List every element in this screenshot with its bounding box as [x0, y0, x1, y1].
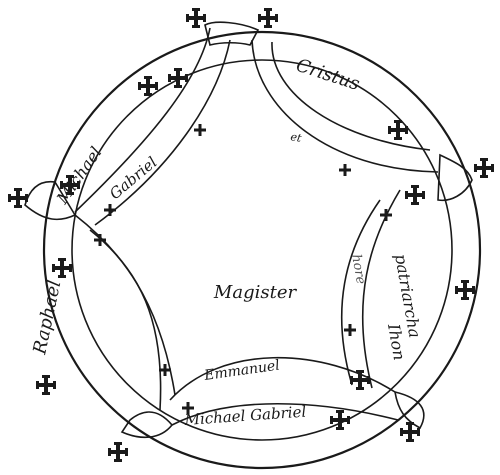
band-label: et	[289, 130, 303, 145]
center-label: Magister	[213, 282, 298, 303]
tip-crosses	[8, 8, 494, 462]
cross-icon	[474, 158, 494, 178]
cross-icon	[186, 8, 206, 28]
cross-icon	[350, 370, 370, 390]
band-label: Gabriel	[106, 153, 161, 203]
cross-icon	[344, 324, 356, 336]
cross-icon	[388, 120, 408, 140]
cross-icon	[258, 8, 278, 28]
outer-circle	[42, 30, 482, 470]
band-label: Raphael	[29, 278, 65, 357]
outer-lobes	[24, 21, 473, 439]
cross-icon	[455, 280, 475, 300]
cross-icon	[52, 258, 72, 278]
cross-icon	[405, 185, 425, 205]
band-labels: Cristus et Raphael Michael Gabriel patri…	[29, 55, 424, 429]
band-label: Michael Gabriel	[183, 403, 307, 430]
cross-icon	[108, 442, 128, 462]
cross-icon	[194, 124, 206, 136]
cross-icon	[400, 422, 420, 442]
cross-icon	[104, 204, 116, 216]
band-label: hore	[348, 253, 368, 286]
cross-icon	[339, 164, 351, 176]
band-label: Cristus	[293, 55, 362, 95]
cross-icon	[380, 209, 392, 221]
inner-circle	[71, 59, 453, 441]
star-bands	[74, 27, 439, 426]
cross-icon	[36, 375, 56, 395]
